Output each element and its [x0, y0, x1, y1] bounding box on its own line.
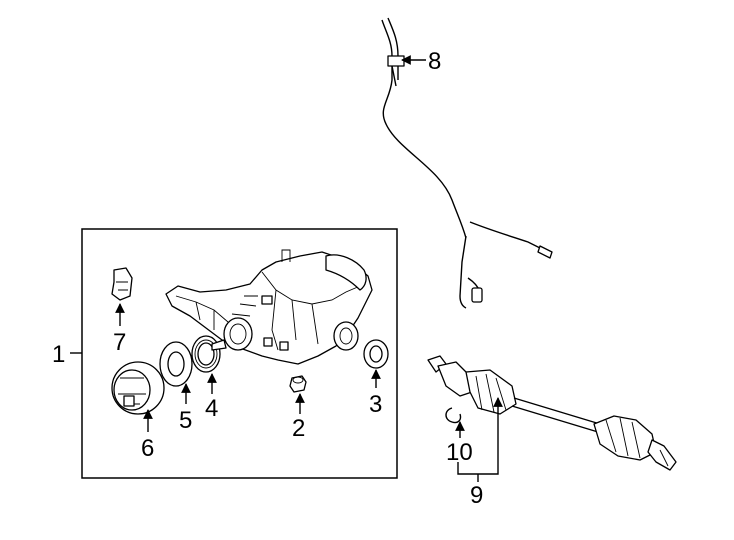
- seal-part-right: [363, 339, 389, 369]
- coupling-part: [111, 361, 165, 415]
- callout-3: 3: [369, 391, 382, 418]
- callout-labels: 1 2 3 4 5 6 7 8 9 10: [52, 48, 483, 509]
- washer-part: [159, 341, 193, 387]
- callout-5: 5: [179, 407, 192, 434]
- callout-4: 4: [205, 395, 218, 422]
- sensor-part: [111, 267, 133, 301]
- callout-10: 10: [446, 439, 473, 466]
- callout-2: 2: [292, 415, 305, 442]
- leader-lines: [70, 55, 503, 482]
- callout-9: 9: [470, 482, 483, 509]
- retaining-clip-part: [445, 407, 462, 424]
- differential-housing: [165, 249, 373, 365]
- axle-shaft-part: [427, 355, 677, 471]
- drain-plug-part: [289, 375, 307, 393]
- callout-8: 8: [428, 48, 441, 75]
- callout-6: 6: [141, 435, 154, 462]
- seal-part-left: [191, 335, 221, 373]
- callout-1: 1: [52, 341, 65, 368]
- callout-7: 7: [113, 329, 126, 356]
- vent-hose-part: [381, 17, 553, 309]
